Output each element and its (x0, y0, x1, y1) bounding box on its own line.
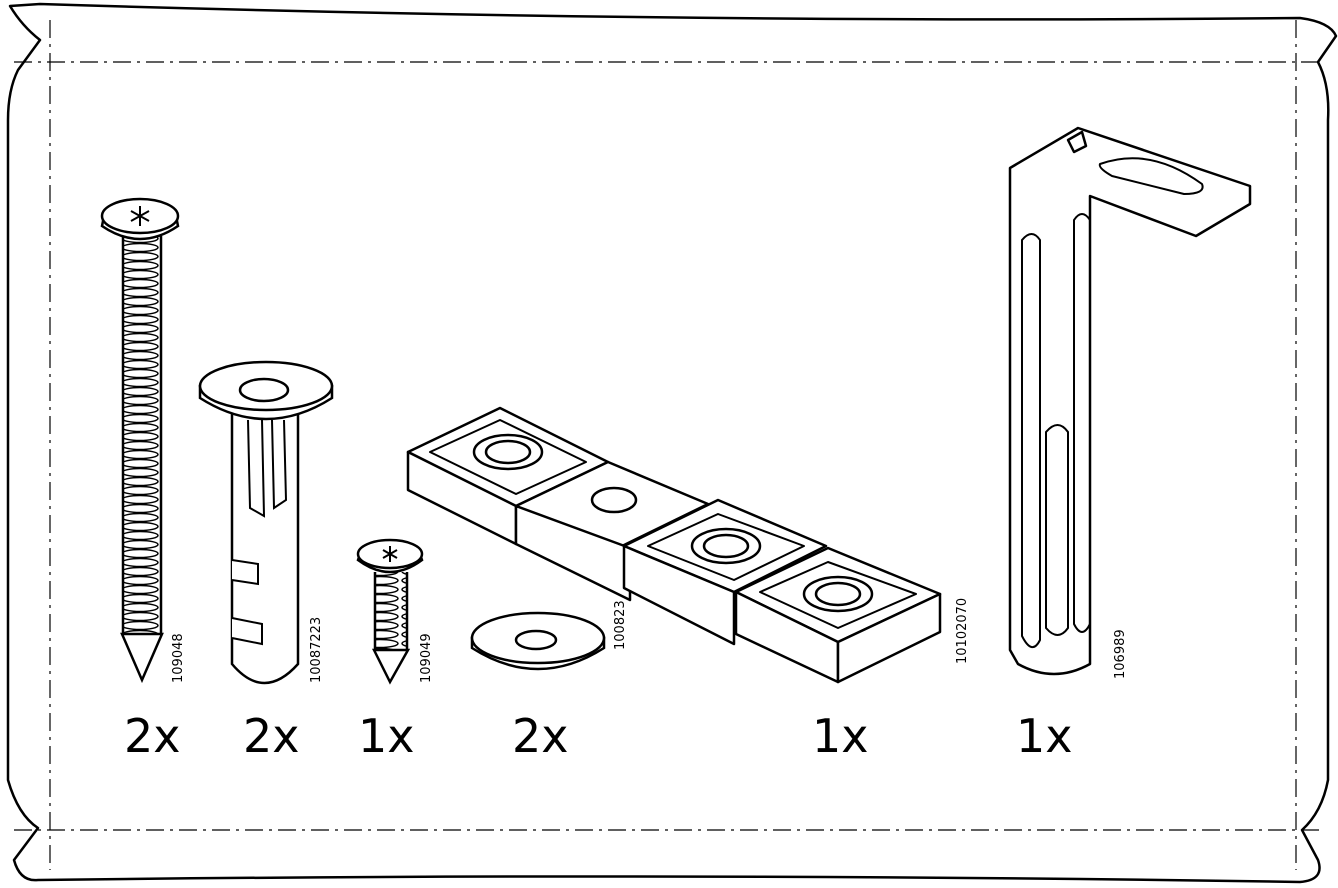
part-code-bracket: 106989 (1113, 629, 1128, 679)
short-screw-drawing (356, 538, 424, 685)
dashed-seal-lines (14, 20, 1324, 870)
washer-drawing (470, 611, 606, 671)
quantity-long-screw: 2x (124, 709, 181, 763)
part-code-wall-plug: 10087223 (309, 616, 324, 683)
part-code-short-screw: 109049 (419, 633, 434, 683)
quantity-wall-plug: 2x (243, 709, 300, 763)
quantity-washer: 2x (512, 709, 569, 763)
part-code-washer: 100823 (613, 600, 628, 650)
part-code-connector-block: 10102070 (955, 597, 970, 664)
quantity-connector-block: 1x (812, 709, 869, 763)
wall-plug-drawing (198, 360, 334, 685)
connector-block-drawing (406, 406, 942, 684)
quantity-bracket: 1x (1016, 709, 1073, 763)
bag-outline (6, 2, 1338, 884)
bracket-drawing (1008, 126, 1252, 676)
quantity-short-screw: 1x (358, 709, 415, 763)
long-screw-drawing (100, 197, 180, 684)
part-code-long-screw: 109048 (171, 633, 186, 683)
